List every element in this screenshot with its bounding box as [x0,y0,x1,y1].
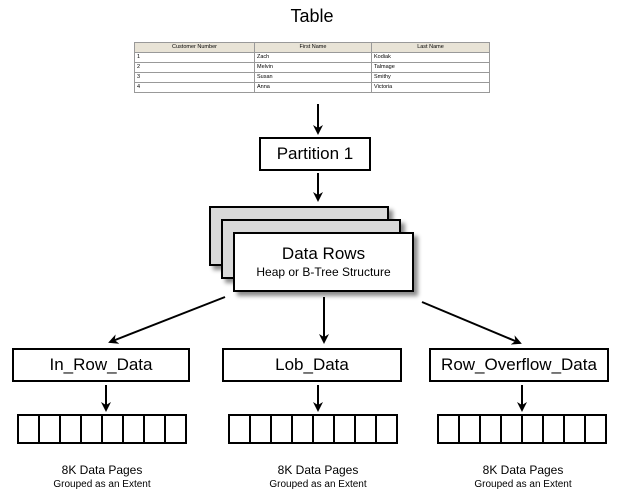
allocation-unit-in-row-data: In_Row_Data [12,348,190,382]
data-page-cell [335,416,356,442]
data-page-cell [19,416,40,442]
extent-caption: Grouped as an Extent [53,479,151,490]
extent-pages-row-overflow [437,414,607,444]
customer-table: Customer Number First Name Last Name 1 Z… [134,42,490,93]
data-page-cell [377,416,396,442]
diagram-title: Table [290,6,334,26]
allocation-unit-label: Lob_Data [275,355,349,374]
allocation-unit-lob-data: Lob_Data [222,348,402,382]
partition-label: Partition 1 [276,144,354,163]
arrow-rows-to-overflow [421,301,522,345]
table-cell: Victoria [371,82,490,93]
data-page-cell [124,416,145,442]
data-page-cell [314,416,335,442]
allocation-unit-label: Row_Overflow_Data [441,355,597,374]
extent-caption: Grouped as an Extent [269,479,367,490]
data-rows-subtitle: Heap or B-Tree Structure [256,265,391,279]
data-page-cell [439,416,460,442]
data-rows-box: Data Rows Heap or B-Tree Structure [233,232,414,292]
partition-box: Partition 1 [259,137,371,171]
data-page-cell [272,416,293,442]
arrow-rows-to-inrow [108,296,226,344]
extent-caption: Grouped as an Extent [474,479,572,490]
pages-caption: 8K Data Pages [61,463,143,477]
data-page-cell [523,416,544,442]
pages-caption: 8K Data Pages [277,463,359,477]
data-rows-title: Data Rows [281,244,366,263]
data-page-cell [356,416,377,442]
allocation-unit-label: In_Row_Data [49,355,153,374]
data-page-cell [293,416,314,442]
pages-caption-lob: 8K Data Pages Grouped as an Extent [228,462,408,492]
data-page-cell [251,416,272,442]
data-page-cell [230,416,251,442]
data-page-cell [61,416,82,442]
pages-caption: 8K Data Pages [482,463,564,477]
data-page-cell [481,416,502,442]
data-page-cell [40,416,61,442]
allocation-unit-row-overflow-data: Row_Overflow_Data [429,348,609,382]
extent-pages-lob [228,414,398,444]
data-page-cell [166,416,185,442]
data-page-cell [82,416,103,442]
data-page-cell [460,416,481,442]
extent-pages-in-row [17,414,187,444]
data-page-cell [145,416,166,442]
data-page-cell [565,416,586,442]
pages-caption-row-overflow: 8K Data Pages Grouped as an Extent [433,462,613,492]
data-page-cell [103,416,124,442]
data-page-cell [544,416,565,442]
data-page-cell [502,416,523,442]
pages-caption-in-row: 8K Data Pages Grouped as an Extent [12,462,192,492]
table-row: 4 Anna Victoria [134,82,490,93]
data-page-cell [586,416,605,442]
